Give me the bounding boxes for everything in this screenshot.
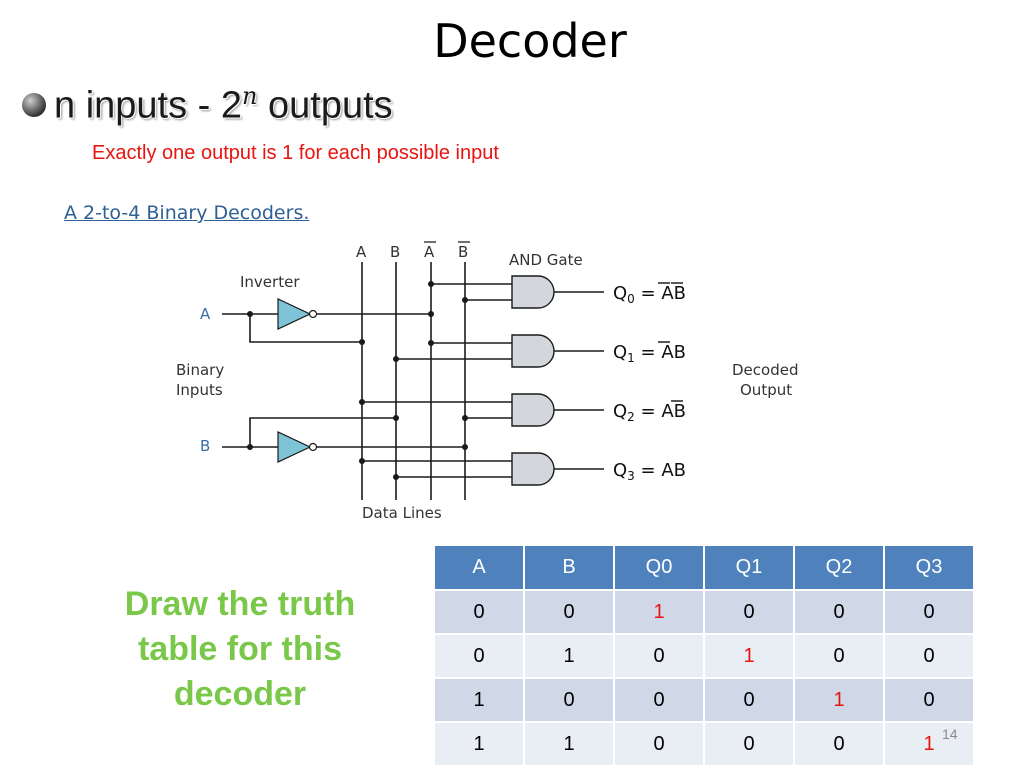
inverter-label: Inverter (240, 273, 300, 291)
junction-a-direct (359, 339, 365, 345)
bus-label-a-bar: A (424, 243, 435, 261)
table-cell: 0 (435, 633, 525, 678)
junction-g3a (359, 458, 365, 464)
junction-g2a (359, 399, 365, 405)
junction-a (247, 311, 253, 317)
table-cell: 1 (524, 721, 615, 765)
and-gate-3 (511, 452, 555, 486)
table-cell: 0 (704, 677, 795, 722)
table-cell: 1 (524, 633, 615, 678)
table-cell: 1 (704, 633, 795, 678)
table-cell: 0 (704, 589, 795, 634)
table-cell: 0 (794, 633, 885, 678)
junction-b-bar (462, 444, 468, 450)
binary-inputs-label-2: Inputs (176, 381, 223, 399)
bullet-text-main: n inputs - 2 (54, 84, 242, 127)
slide-title: Decoder (433, 14, 627, 68)
bullet-main: n inputs - 2n outputs (22, 82, 393, 128)
b-direct-wire (249, 417, 396, 447)
and-gate-2 (511, 393, 555, 427)
truth-table-prompt: Draw the truth table for this decoder (124, 585, 356, 713)
table-cell: 0 (524, 677, 615, 722)
input-a-label: A (200, 305, 211, 323)
diagram-subtitle: A 2-to-4 Binary Decoders. (64, 202, 310, 224)
junction-g1a (428, 340, 434, 346)
input-b-label: B (200, 437, 210, 455)
circuit-labels: A B A B Inverter AND Gate A B Binary Inp… (176, 241, 798, 522)
output-eq-0: Q0 = AB (613, 283, 686, 306)
table-cell: 1 (435, 677, 525, 722)
bullet-sphere-icon (22, 92, 46, 117)
output-eq-3: Q3 = AB (613, 460, 686, 483)
bus-label-b-bar: B (458, 243, 468, 261)
a-direct-wire (249, 314, 362, 343)
and-gates (511, 275, 555, 486)
note-text: Exactly one output is 1 for each possibl… (92, 142, 499, 164)
bullet-text: n inputs - 2n outputs (54, 82, 393, 128)
junction-g2b (462, 415, 468, 421)
inverter-bubble-0 (308, 309, 318, 319)
table-cell: 1 (884, 721, 975, 765)
truth-table-header-q1: Q1 (704, 546, 795, 590)
output-eq-2: Q2 = AB (613, 401, 686, 424)
bus-label-b: B (390, 243, 400, 261)
junction-b-direct (393, 415, 399, 421)
table-cell: 0 (524, 589, 615, 634)
table-cell: 0 (884, 633, 975, 678)
junction-b (247, 444, 253, 450)
truth-table-header-b: B (524, 546, 615, 590)
output-equations: Q0 = AB Q1 = AB Q2 = AB Q3 = AB (613, 282, 686, 483)
truth-table-header-q0: Q0 (614, 546, 705, 590)
and-gate-label: AND Gate (509, 251, 583, 269)
binary-inputs-label-1: Binary (176, 361, 224, 379)
junction-g0b (462, 297, 468, 303)
junction-a-bar (428, 311, 434, 317)
data-lines-label: Data Lines (362, 504, 442, 522)
truth-table-header-a: A (435, 546, 525, 590)
and-gate-1 (511, 334, 555, 368)
page-number: 14 (942, 726, 958, 742)
table-cell: 0 (614, 633, 705, 678)
decoded-output-label-2: Output (740, 381, 792, 399)
bus-label-a: A (356, 243, 367, 261)
table-cell: 0 (794, 589, 885, 634)
junction-g3b (393, 474, 399, 480)
table-cell: 1 (794, 677, 885, 722)
inverters (277, 298, 318, 463)
bullet-exponent: n (242, 82, 258, 110)
output-eq-1: Q1 = AB (613, 342, 686, 365)
table-cell: 1 (614, 589, 705, 634)
inverter-1 (277, 431, 312, 463)
inverter-bubble-1 (308, 442, 318, 452)
truth-table-header-q3: Q3 (884, 546, 975, 590)
truth-table-header-q2: Q2 (794, 546, 885, 590)
junction-g0a (428, 281, 434, 287)
junction-g1b (393, 356, 399, 362)
table-cell: 0 (614, 677, 705, 722)
inverter-0 (277, 298, 312, 330)
table-cell: 0 (884, 589, 975, 634)
decoded-output-label-1: Decoded (732, 361, 798, 379)
and-gate-0 (511, 275, 555, 309)
table-cell: 0 (704, 721, 795, 765)
table-cell: 0 (794, 721, 885, 765)
table-cell: 1 (435, 721, 525, 765)
bullet-text-tail: outputs (257, 84, 393, 127)
table-cell: 0 (614, 721, 705, 765)
table-cell: 0 (884, 677, 975, 722)
table-cell: 0 (435, 589, 525, 634)
circuit-junctions (247, 281, 468, 480)
